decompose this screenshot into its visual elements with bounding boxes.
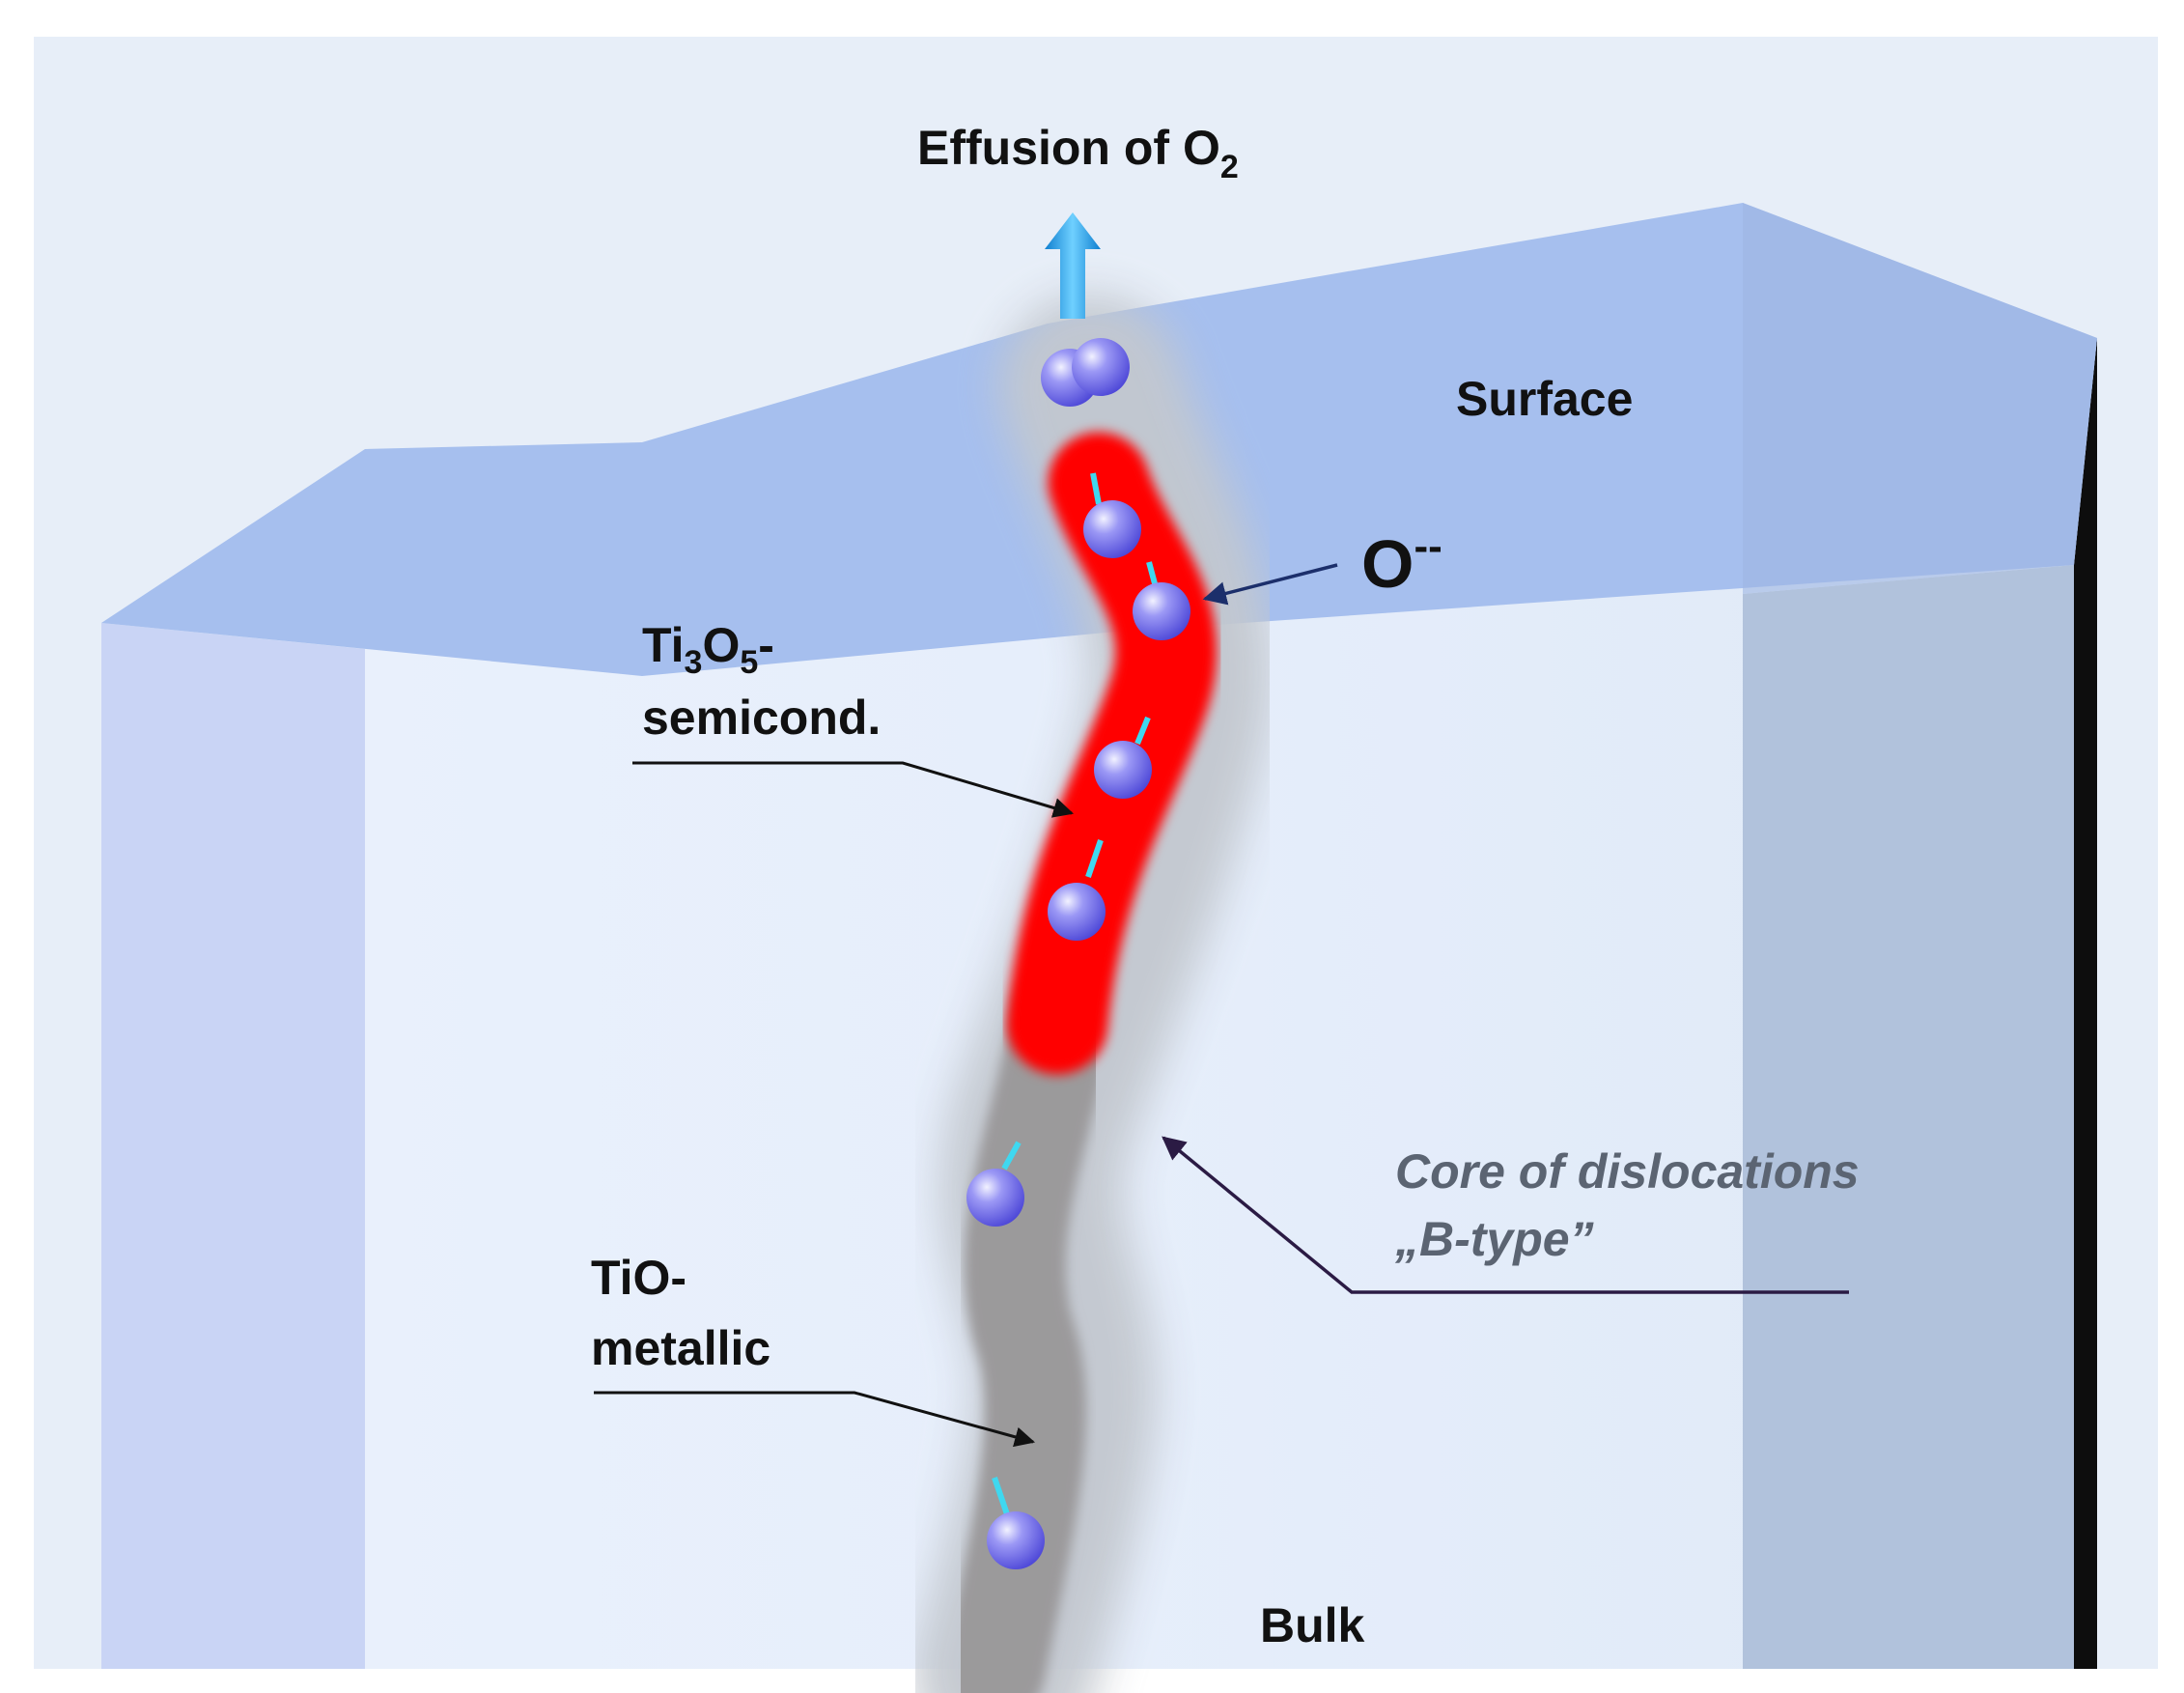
oxygen-ion-1 xyxy=(1083,472,1141,558)
label-ti3o5: Ti3O5- xyxy=(642,618,774,681)
slab-right-edge xyxy=(2074,338,2097,1669)
label-core-line1: Core of dislocations xyxy=(1395,1144,1860,1199)
effusion-arrow xyxy=(1045,212,1101,319)
metallic-core xyxy=(943,963,1113,1693)
oxygen-ion-4 xyxy=(1048,839,1106,941)
label-effusion: Effusion of O2 xyxy=(917,121,1239,185)
label-tio-line1: TiO- xyxy=(591,1251,686,1305)
pointer-core xyxy=(1162,1136,1849,1294)
label-surface: Surface xyxy=(1456,372,1633,426)
label-semicond: semicond. xyxy=(642,691,881,745)
label-oxygen-ion: O-- xyxy=(1361,522,1442,602)
oxygen-ion-2 xyxy=(1133,561,1190,640)
pointer-ion xyxy=(1202,563,1338,606)
slab-left-face xyxy=(101,623,365,1669)
oxygen-ion-5 xyxy=(966,1141,1024,1227)
pointer-tio xyxy=(594,1391,1036,1448)
oxygen-ion-3 xyxy=(1094,716,1152,799)
o2-molecule xyxy=(1041,338,1130,407)
pointer-ti3o5 xyxy=(632,761,1075,818)
label-tio-line2: metallic xyxy=(591,1321,770,1375)
label-bulk: Bulk xyxy=(1260,1598,1365,1652)
label-core-line2: „B-type” xyxy=(1394,1212,1594,1266)
slab-right-face xyxy=(1743,565,2074,1669)
surface-right-shade xyxy=(1743,203,2097,594)
oxygen-ion-6 xyxy=(987,1477,1045,1569)
